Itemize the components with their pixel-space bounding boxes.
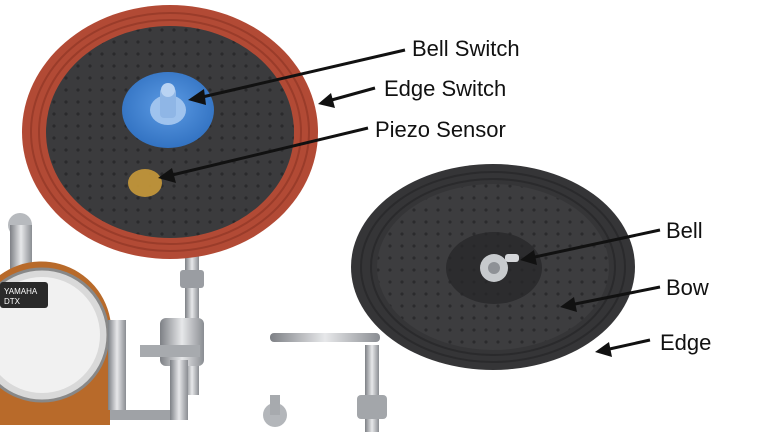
edge-arrow	[604, 338, 651, 352]
snare-drum-pad: YAMAHA DTX	[0, 261, 126, 425]
drum-model-badge: DTX	[4, 297, 21, 306]
edge-switch-arrow	[327, 86, 376, 103]
bell-switch-arrow	[197, 48, 406, 100]
bell-arrow	[529, 228, 661, 260]
label-bow: Bow	[666, 275, 709, 300]
piezo-sensor-zone	[128, 169, 162, 197]
label-piezo-sensor: Piezo Sensor	[375, 117, 506, 142]
drum-brand-badge: YAMAHA	[4, 287, 38, 296]
callout-labels: Bell Switch Edge Switch Piezo Sensor Bel…	[375, 36, 711, 355]
label-bell: Bell	[666, 218, 703, 243]
label-edge: Edge	[660, 330, 711, 355]
bow-arrow	[569, 285, 661, 307]
cymbal-pad-plain	[351, 164, 635, 370]
stand-hardware	[8, 213, 387, 432]
cymbal-pad-annotated	[22, 5, 318, 259]
callout-arrows	[158, 48, 661, 357]
label-edge-switch: Edge Switch	[384, 76, 506, 101]
label-bell-switch: Bell Switch	[412, 36, 520, 61]
piezo-sensor-arrow	[167, 126, 369, 178]
